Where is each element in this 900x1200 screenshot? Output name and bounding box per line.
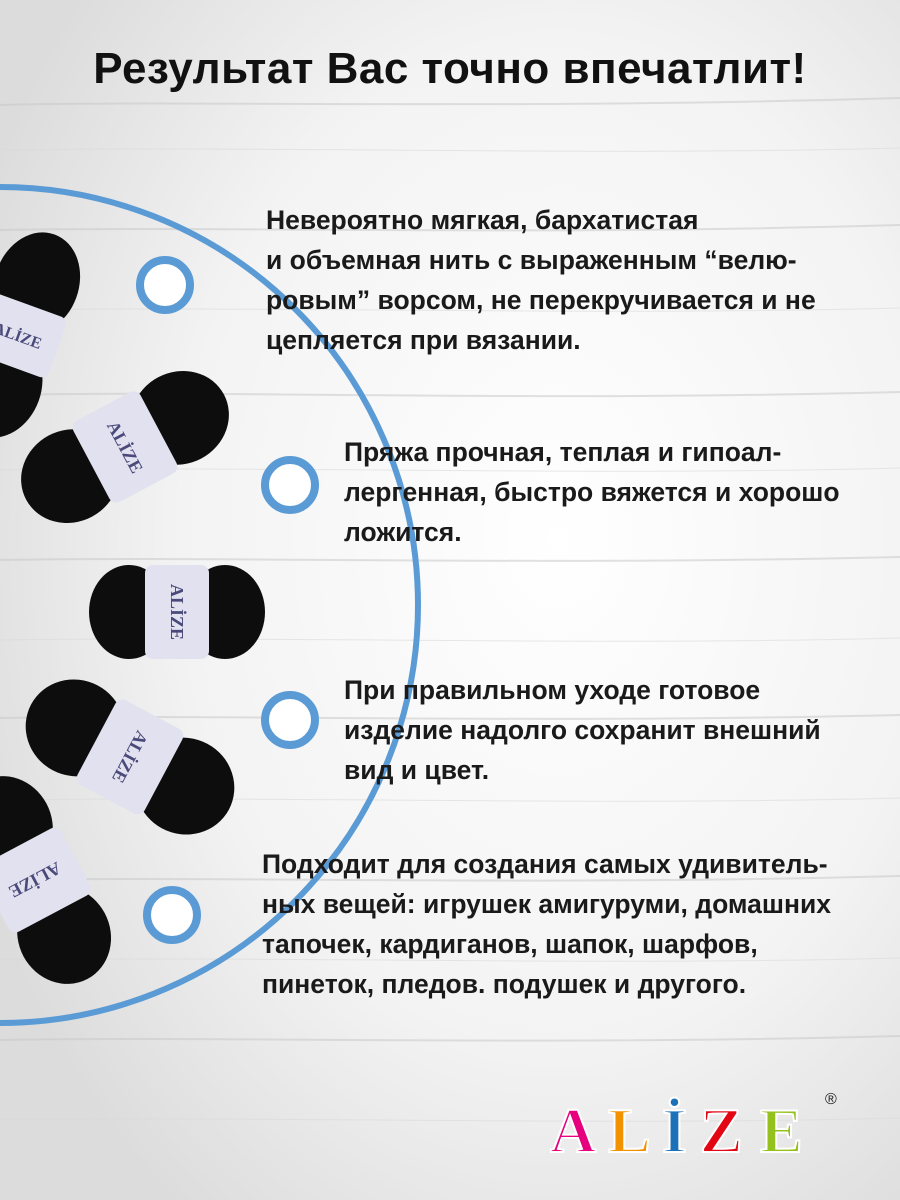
feature-text-softness: Невероятно мягкая, бархатистая и объемна… [266, 205, 816, 355]
logo-letter: E [760, 1095, 803, 1160]
yarn-skein-icon: ALİZE [0, 232, 81, 438]
page-title: Результат Вас точно впечатлит! [93, 44, 807, 93]
yarn-skein-icon: ALİZE [89, 565, 265, 659]
yarn-skein-icon: ALİZE [25, 679, 235, 835]
logo-letter: L [608, 1095, 651, 1160]
yarn-skein-icon: ALİZE [0, 776, 112, 984]
logo-letter: Z [700, 1095, 743, 1160]
bullet-circle-icon [136, 256, 194, 314]
registered-mark: ® [825, 1091, 837, 1108]
skein-label: ALİZE [167, 584, 187, 640]
feature-text-durability: Пряжа прочная, теплая и гипоал- лергенна… [344, 437, 840, 547]
feature-text-care: При правильном уходе готовое изделие над… [344, 675, 821, 785]
bullet-circle-icon [261, 456, 319, 514]
feature-text-uses: Подходит для создания самых удивитель- н… [262, 849, 832, 999]
bullet-circle-icon [261, 691, 319, 749]
logo-letter: İ [662, 1095, 687, 1160]
bullet-circle-icon [143, 886, 201, 944]
yarn-skein-icon: ALİZE [21, 370, 229, 524]
logo-letter: A [550, 1095, 596, 1160]
timeline-arc [0, 184, 421, 1026]
